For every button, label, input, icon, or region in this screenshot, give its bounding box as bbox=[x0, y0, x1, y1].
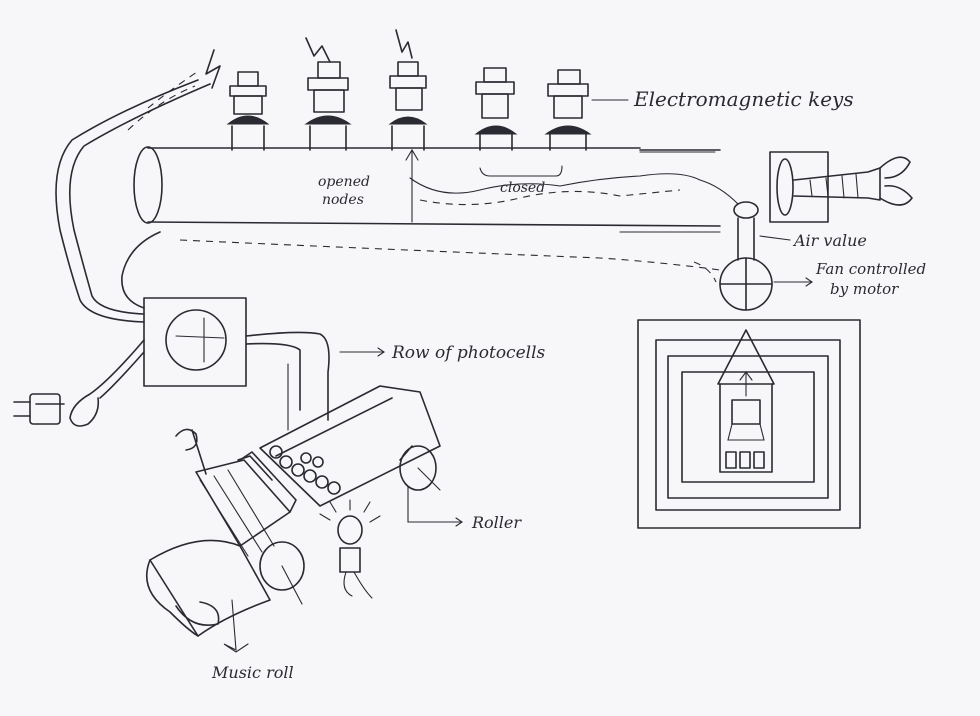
key-3-opened bbox=[390, 30, 426, 150]
main-pipe bbox=[134, 147, 720, 232]
mouthpiece bbox=[770, 152, 912, 222]
control-box bbox=[144, 298, 329, 430]
lamp bbox=[320, 500, 380, 598]
label-music-roll: Music roll bbox=[211, 663, 294, 682]
key-4-closed bbox=[476, 68, 516, 150]
label-row-of-photocells: Row of photocells bbox=[391, 343, 546, 363]
label-roller: Roller bbox=[471, 513, 522, 532]
label-opened-nodes-1: opened bbox=[318, 174, 370, 190]
air-valve bbox=[734, 202, 790, 260]
closed-bracket bbox=[480, 166, 562, 176]
plug bbox=[14, 394, 60, 424]
key-1-opened bbox=[206, 50, 268, 150]
wiring bbox=[36, 80, 210, 426]
label-electromagnetic-keys: Electromagnetic keys bbox=[633, 87, 854, 111]
label-fan-2: by motor bbox=[830, 280, 899, 298]
label-fan-1: Fan controlled bbox=[815, 260, 926, 278]
electromagnetic-keys bbox=[206, 30, 628, 150]
motor-housing bbox=[638, 320, 860, 528]
key-2-opened bbox=[306, 38, 350, 150]
label-closed: closed bbox=[500, 180, 545, 196]
air-flow bbox=[406, 150, 738, 222]
roller bbox=[400, 446, 462, 526]
label-opened-nodes-2: nodes bbox=[322, 192, 364, 208]
fan bbox=[720, 258, 812, 310]
label-air-valve: Air value bbox=[792, 231, 867, 250]
key-5-closed bbox=[546, 70, 590, 150]
